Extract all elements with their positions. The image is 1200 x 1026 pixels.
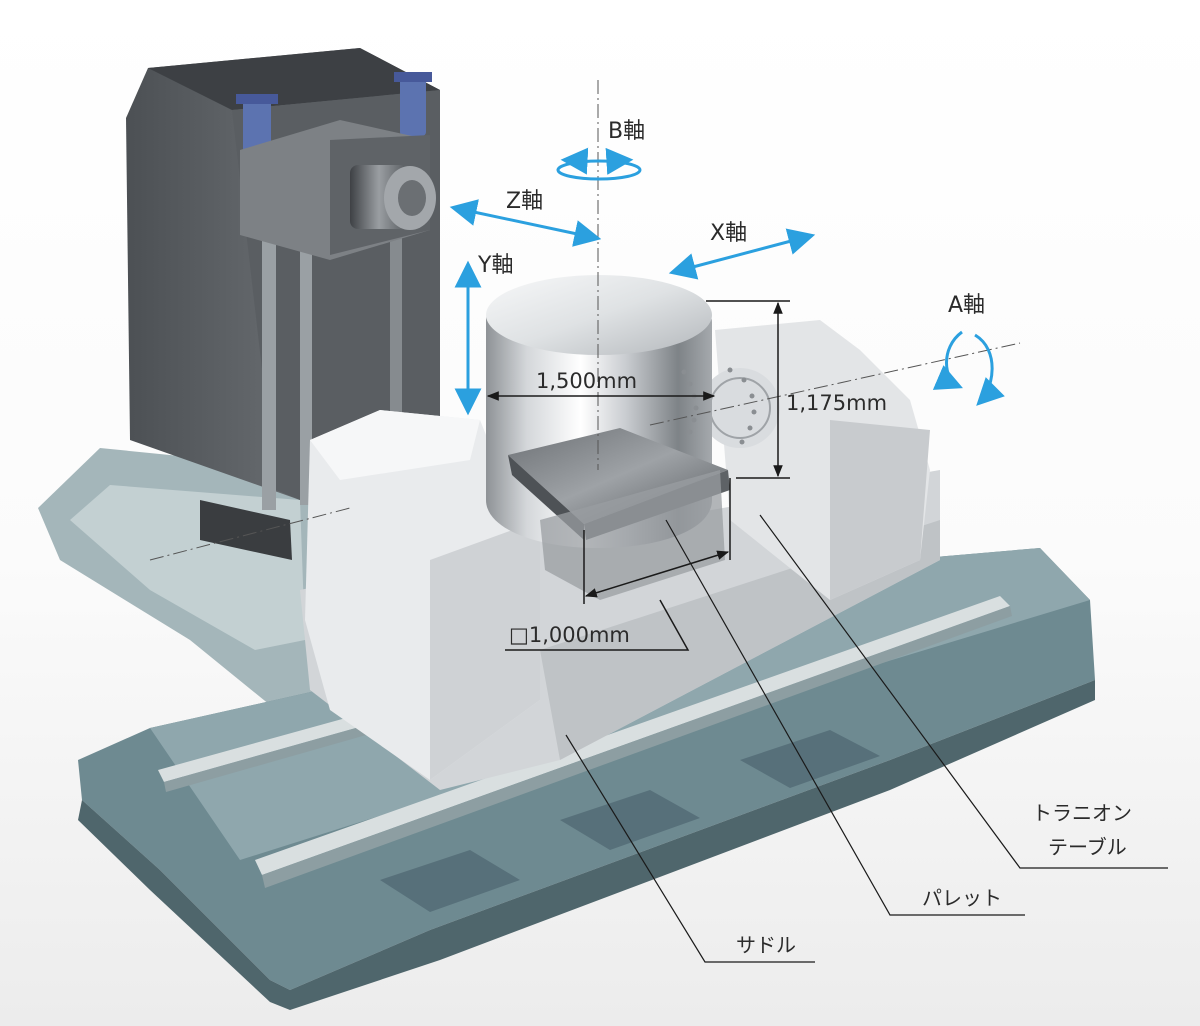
trunnion-leader — [759, 514, 1168, 869]
saddle-label: サドル — [736, 933, 796, 957]
a-axis-label: A軸 — [948, 293, 985, 318]
pallet-leader — [665, 519, 1025, 916]
trunnion-label-line1: トラニオン — [1032, 801, 1132, 825]
height-dimension-label: 1,175mm — [786, 391, 887, 415]
b-axis-arrowhead-right — [605, 147, 634, 175]
saddle-trunnion — [300, 320, 940, 790]
axis-centerlines — [149, 80, 1021, 561]
dimension-lines — [486, 300, 790, 651]
pallet-dimension-label: □1,000mm — [509, 623, 630, 647]
a-axis-rotation-arrow — [932, 330, 963, 390]
b-axis-rotation-arrow — [556, 159, 642, 181]
trunnion-label-line2: テーブル — [1048, 835, 1127, 859]
axis-arrows — [449, 147, 1005, 416]
diameter-dimension-label: 1,500mm — [536, 369, 637, 393]
a-axis-centerline — [649, 342, 1021, 426]
z-axis-label: Z軸 — [506, 189, 543, 214]
x-axis-label: X軸 — [710, 221, 747, 246]
saddle-leader — [565, 734, 815, 963]
z-axis-arrow — [449, 199, 602, 247]
b-axis-label: B軸 — [608, 119, 645, 144]
x-axis-arrow — [668, 228, 816, 280]
leader-lines — [565, 514, 1168, 963]
pallet-label: パレット — [922, 886, 1002, 910]
column — [126, 48, 440, 560]
pallet-dimension-leader — [505, 599, 690, 651]
a-axis-rotation-arrow-2 — [974, 333, 1005, 406]
labels: B軸 Z軸 X軸 Y軸 A軸 1,500mm 1,175mm □1,000mm … — [477, 119, 1132, 957]
a-axis-centerline-left — [149, 507, 351, 561]
y-axis-label: Y軸 — [477, 253, 513, 278]
pallet-dimension-line — [584, 550, 730, 598]
b-axis-arrowhead-left — [560, 147, 589, 175]
